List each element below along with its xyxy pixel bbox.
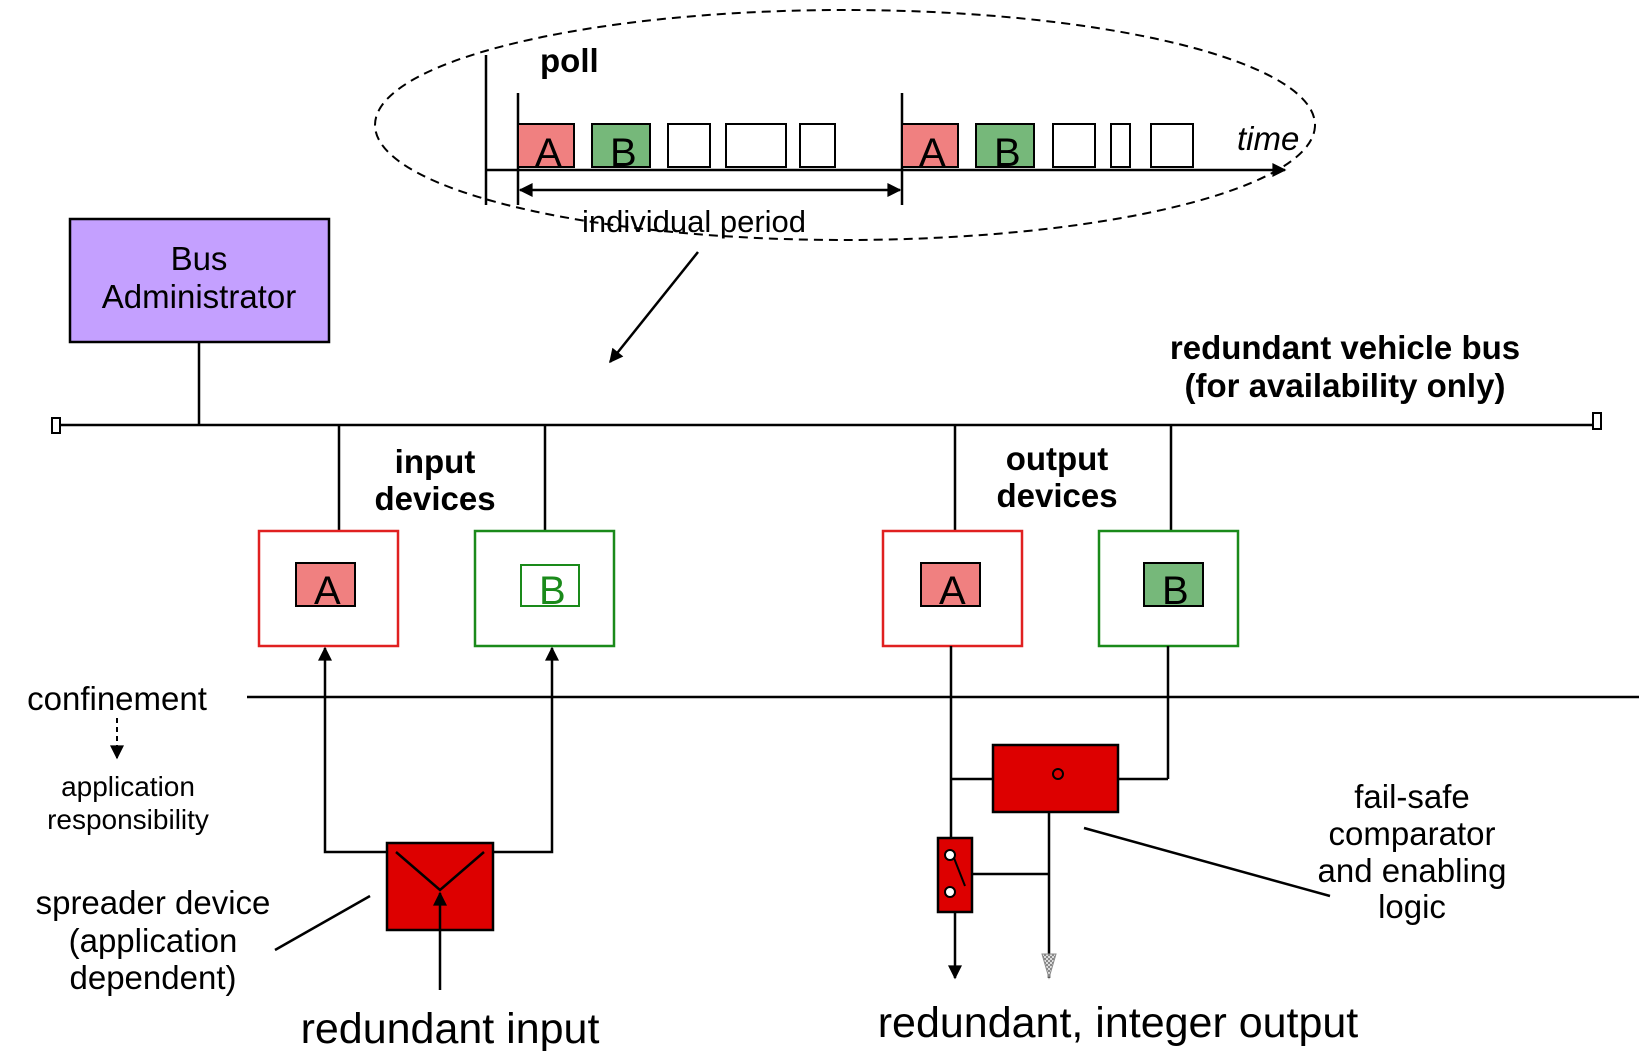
comparator-label-line3: and enabling	[1317, 852, 1506, 889]
input-devices-label-line1: input	[395, 443, 476, 480]
bus-terminator-right	[1592, 412, 1602, 430]
output-devices-label-line1: output	[1006, 440, 1109, 477]
spreader-label-line1: spreader device	[36, 884, 271, 921]
slot-empty-3	[799, 123, 836, 168]
output-devices-label-line2: devices	[996, 477, 1117, 514]
slot-b-2-label: B	[994, 131, 1021, 175]
slot-a-1-label: A	[535, 131, 562, 175]
input-device-b-label: B	[539, 569, 566, 613]
bus-administrator-box	[68, 217, 331, 344]
zoom-arrow	[609, 251, 699, 364]
input-devices: input devices A B	[257, 425, 616, 648]
poll-timeline: poll time individual period A B A B	[374, 9, 1316, 241]
input-devices-label-line2: devices	[374, 480, 495, 517]
output-device-b-label: B	[1162, 569, 1189, 613]
switch-lever	[953, 857, 966, 887]
disabled-output-arrowhead	[1041, 953, 1057, 980]
comparator-label-line2: comparator	[1329, 815, 1496, 852]
input-device-a-chip	[295, 562, 356, 607]
bus-administrator-line1: Bus	[171, 240, 228, 277]
slot-b-1-label: B	[610, 131, 637, 175]
redundant-output-caption: redundant, integer output	[878, 999, 1359, 1047]
comparator-label-line1: fail-safe	[1354, 778, 1470, 815]
spreader-callout	[274, 894, 371, 952]
switch-contact-bottom	[944, 886, 956, 898]
vehicle-bus: redundant vehicle bus (for availability …	[51, 329, 1602, 434]
spreader-label-line3: dependent)	[70, 959, 237, 996]
bus-terminator-left	[51, 417, 61, 434]
application-responsibility-line2: responsibility	[47, 804, 209, 835]
application-responsibility-line1: application	[61, 771, 195, 802]
time-label: time	[1237, 120, 1299, 157]
confinement-label: confinement	[27, 680, 207, 717]
output-switch	[936, 836, 974, 914]
period-label: individual period	[582, 204, 806, 239]
spreader-label-line2: (application	[69, 922, 238, 959]
poll-label: poll	[540, 42, 599, 79]
input-device-b-chip	[520, 564, 580, 607]
output-device-a-chip	[920, 562, 981, 607]
output-device-a-label: A	[939, 569, 966, 613]
spreader-to-input-a	[318, 646, 387, 854]
slot-b-1	[591, 123, 651, 168]
output-device-b-chip	[1143, 562, 1204, 607]
comparator-indicator	[1052, 768, 1064, 780]
slot-a-2-label: A	[919, 131, 946, 175]
spreader-to-input-b	[490, 646, 559, 854]
bus-administrator: Bus Administrator	[68, 217, 331, 425]
slot-empty-2	[725, 123, 787, 168]
slot-empty-1	[667, 123, 711, 168]
spreader-fork-symbol	[395, 851, 485, 892]
input-device-a-label: A	[314, 569, 341, 613]
switch-contact-top	[944, 849, 956, 861]
slot-empty-4	[1052, 123, 1096, 168]
confinement: confinement application responsibility	[27, 680, 1639, 835]
slot-a-1	[517, 123, 575, 168]
comparator-callout	[1083, 826, 1331, 898]
slot-a-2	[901, 123, 959, 168]
bus-label-line2: (for availability only)	[1185, 367, 1506, 404]
bus-administrator-line2: Administrator	[102, 278, 296, 315]
redundant-input-caption: redundant input	[301, 1005, 600, 1051]
slot-empty-6	[1150, 123, 1194, 168]
slot-empty-5	[1110, 123, 1131, 168]
comparator-label-line4: logic	[1378, 888, 1446, 925]
slot-b-2	[975, 123, 1035, 168]
spreader: spreader device (application dependent) …	[36, 646, 600, 1051]
zoom-ellipse	[374, 9, 1316, 241]
output-devices: output devices A B	[881, 425, 1240, 648]
bus-label-line1: redundant vehicle bus	[1170, 329, 1520, 366]
comparator: fail-safe comparator and enabling logic …	[878, 646, 1507, 1047]
